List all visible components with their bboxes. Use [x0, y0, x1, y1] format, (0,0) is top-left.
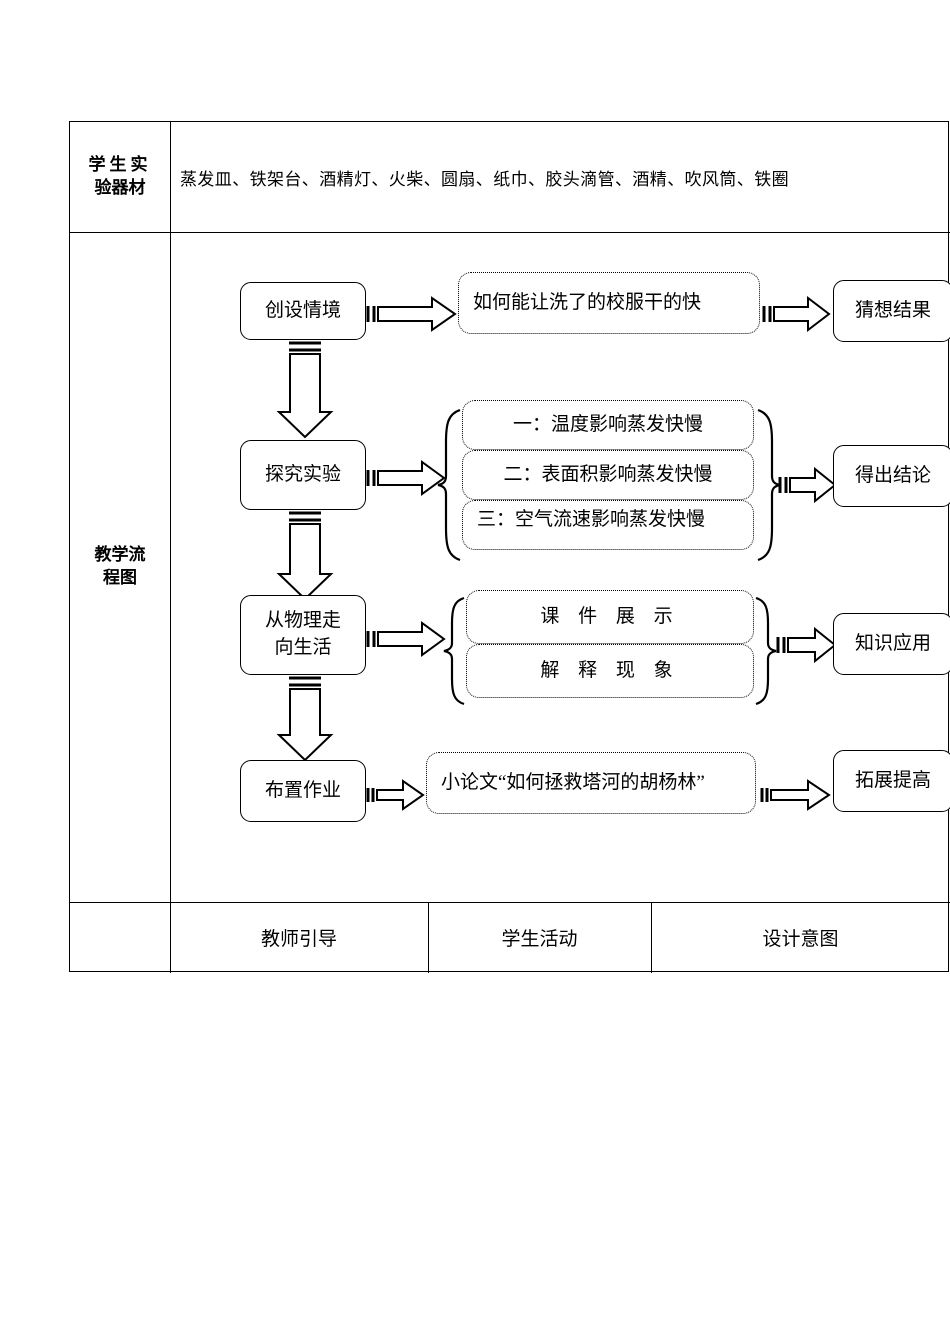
- flow-result-2-label: 得出结论: [854, 464, 931, 486]
- flow-stage-2-box[interactable]: 探究实验: [240, 440, 366, 510]
- flow-detail-2c-text: 三：空气流速影响蒸发快慢: [477, 509, 706, 530]
- flow-result-2-box[interactable]: 得出结论: [833, 445, 950, 507]
- equipment-label-line1: 学生实: [88, 155, 152, 175]
- teaching-flowchart: 创设情境 如何能让洗了的校服干的快: [170, 232, 950, 902]
- flow-detail-4-box[interactable]: 小论文“如何拯救塔河的胡杨林”: [426, 752, 756, 814]
- flowchart-row-label: 教学流 程图: [70, 232, 170, 902]
- flow-stage-1-box[interactable]: 创设情境: [240, 282, 366, 340]
- flow-detail-3a-box[interactable]: 课 件 展 示: [466, 590, 754, 644]
- flow-stage-2-label: 探究实验: [264, 463, 341, 485]
- flow-result-4-box[interactable]: 拓展提高: [833, 750, 950, 812]
- flow-detail-3b-box[interactable]: 解 释 现 象: [466, 644, 754, 698]
- arrow-stage1-to-detail1: [366, 295, 458, 333]
- flow-detail-2c-box[interactable]: 三：空气流速影响蒸发快慢: [462, 500, 754, 550]
- group-2-left-brace: [436, 406, 462, 564]
- flow-result-3-box[interactable]: 知识应用: [833, 613, 950, 675]
- flow-stage-3-box[interactable]: 从物理走 向生活: [240, 595, 366, 675]
- arrow-stage4-to-detail4: [366, 778, 426, 812]
- flow-detail-2a-text: 一：温度影响蒸发快慢: [512, 413, 703, 435]
- arrow-stage2-to-group2: [366, 459, 446, 497]
- flow-detail-1-box[interactable]: 如何能让洗了的校服干的快: [458, 272, 760, 334]
- group-3-right-brace: [754, 595, 778, 707]
- flow-detail-3a-text: 课 件 展 示: [540, 605, 680, 627]
- flow-result-1-box[interactable]: 猜想结果: [833, 280, 950, 342]
- flow-detail-4-text: 小论文“如何拯救塔河的胡杨林”: [441, 771, 705, 793]
- table-hrule-2: [70, 902, 950, 903]
- equipment-list: 蒸发皿、铁架台、酒精灯、火柴、圆扇、纸巾、胶头滴管、酒精、吹风筒、铁圈: [180, 169, 789, 189]
- arrow-group3-to-result3: [776, 626, 838, 664]
- flow-stage-3-label-line2: 向生活: [274, 637, 332, 658]
- arrow-detail4-to-result4: [760, 778, 832, 812]
- group-3-left-brace: [442, 595, 466, 707]
- flow-stage-1-label: 创设情境: [264, 299, 341, 321]
- table-vrule-main: [170, 122, 171, 973]
- arrow-stage3-to-stage4: [275, 675, 335, 763]
- flow-result-1-label: 猜想结果: [854, 299, 931, 321]
- flow-detail-2b-box[interactable]: 二：表面积影响蒸发快慢: [462, 450, 754, 500]
- flow-detail-2b-text: 二：表面积影响蒸发快慢: [503, 463, 713, 485]
- arrow-stage1-to-stage2: [275, 340, 335, 440]
- arrow-stage2-to-stage3: [275, 510, 335, 602]
- lesson-plan-table: 学生实 验器材 蒸发皿、铁架台、酒精灯、火柴、圆扇、纸巾、胶头滴管、酒精、吹风筒…: [69, 121, 950, 973]
- flow-detail-2a-box[interactable]: 一：温度影响蒸发快慢: [462, 400, 754, 450]
- flow-detail-1-text: 如何能让洗了的校服干的快: [473, 291, 702, 313]
- flow-stage-4-box[interactable]: 布置作业: [240, 760, 366, 822]
- footer-header-teacher: 教师引导: [260, 929, 337, 950]
- table-vrule-footer-1: [428, 902, 429, 973]
- footer-header-student: 学生活动: [501, 929, 578, 950]
- arrow-stage3-to-group3: [366, 620, 446, 658]
- table-hrule-1: [70, 232, 950, 233]
- flow-result-4-label: 拓展提高: [854, 769, 931, 791]
- arrow-detail1-to-result1: [762, 295, 832, 333]
- flow-stage-4-label: 布置作业: [264, 779, 341, 801]
- equipment-label-line2: 验器材: [94, 178, 146, 197]
- arrow-group2-to-result2: [778, 466, 838, 504]
- flow-label-line1: 教学流: [94, 545, 146, 565]
- table-vrule-footer-2: [651, 902, 652, 973]
- flow-label-line2: 程图: [103, 568, 137, 587]
- flow-result-3-label: 知识应用: [854, 632, 931, 654]
- flow-detail-3b-text: 解 释 现 象: [540, 659, 680, 681]
- flow-stage-3-label-line1: 从物理走: [264, 610, 341, 632]
- equipment-row-label: 学生实 验器材: [70, 122, 170, 232]
- footer-header-design: 设计意图: [762, 929, 839, 950]
